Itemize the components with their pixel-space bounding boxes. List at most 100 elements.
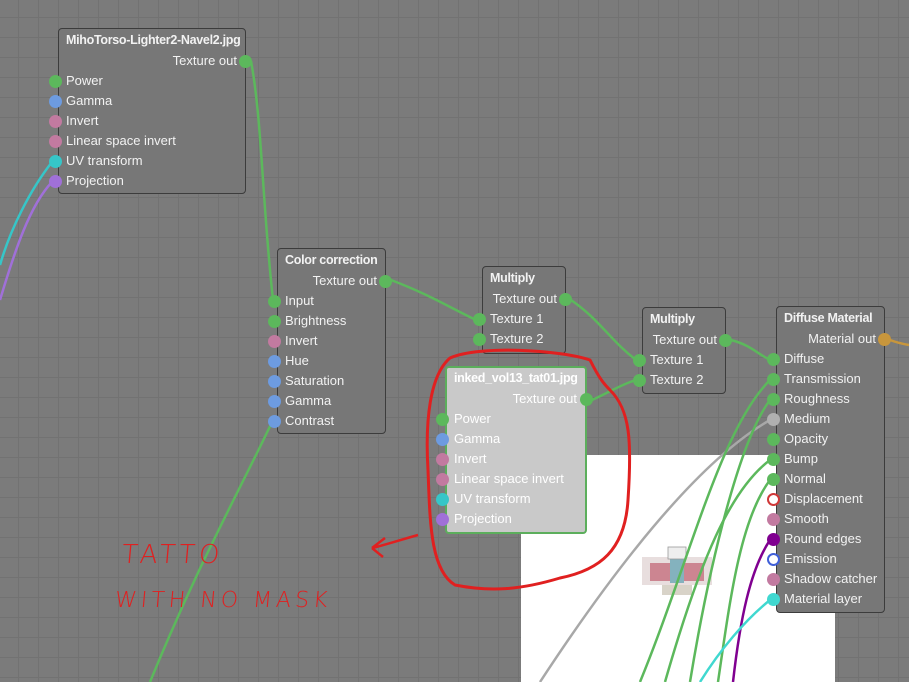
input-socket[interactable] [48,114,62,128]
input-port-label: Transmission [784,371,861,386]
input-port-label: Normal [784,471,826,486]
input-port-label: Gamma [285,393,332,408]
input-port-label: Emission [784,551,837,566]
input-socket[interactable] [766,532,780,546]
output-socket[interactable] [877,332,891,346]
input-socket[interactable] [48,94,62,108]
input-socket[interactable] [766,372,780,386]
input-socket[interactable] [435,472,449,486]
output-port-label: Texture out [652,332,717,347]
input-socket[interactable] [267,334,281,348]
annotation-line-1: TATTO [120,540,225,570]
input-port-label: Texture 1 [650,352,704,367]
red-arrow [371,533,419,558]
output-socket[interactable] [238,54,252,68]
input-port-label: Gamma [454,431,501,446]
output-port-label: Texture out [312,273,377,288]
input-socket[interactable] [766,572,780,586]
wire-inked-to-multiply2 [591,378,637,402]
node-title: Diffuse Material [784,311,873,325]
input-socket[interactable] [267,294,281,308]
input-port-label: Bump [784,451,818,466]
input-socket[interactable] [632,373,646,387]
wire-diffuse-material-out [889,338,909,347]
input-socket[interactable] [766,592,780,606]
input-port-label: Roughness [784,391,850,406]
input-port-label: Texture 2 [490,331,544,346]
input-port-label: Input [285,293,314,308]
output-port-label: Texture out [512,391,577,406]
input-port-label: Projection [454,511,512,526]
output-port-label: Material out [808,331,876,346]
node-title: inked_vol13_tat01.jpg [454,371,578,385]
input-port-label: Shadow catcher [784,571,878,586]
input-port-label: Invert [454,451,487,466]
input-port-label: Projection [66,173,124,188]
input-socket[interactable] [766,412,780,426]
input-socket[interactable] [766,392,780,406]
input-port-label: Contrast [285,413,335,428]
wire-into-miho-projection [0,181,53,301]
input-port-label: Medium [784,411,831,426]
tattoo-preview-image [642,546,712,595]
input-socket[interactable] [435,432,449,446]
input-port-label: Material layer [784,591,863,606]
input-socket[interactable] [766,512,780,526]
input-port-label: Gamma [66,93,113,108]
input-port-label: Round edges [784,531,862,546]
wire-colorcorrection-to-multiply1 [390,278,477,322]
input-port-label: Texture 1 [490,311,544,326]
input-socket[interactable] [48,154,62,168]
input-socket[interactable] [766,432,780,446]
output-socket[interactable] [378,274,392,288]
input-port-label: Displacement [784,491,863,506]
input-socket[interactable] [472,312,486,326]
input-port-label: Hue [285,353,309,368]
input-port-label: Invert [285,333,318,348]
input-socket[interactable] [267,314,281,328]
node-title: Multiply [650,312,695,326]
input-socket[interactable] [766,472,780,486]
wire-into-miho-uv [0,161,53,266]
input-port-label: Linear space invert [66,133,176,148]
output-socket[interactable] [579,392,593,406]
input-socket[interactable] [472,332,486,346]
input-socket[interactable] [267,354,281,368]
node-title: Multiply [490,271,535,285]
input-socket[interactable] [766,492,780,506]
input-socket[interactable] [766,352,780,366]
input-port-label: Saturation [285,373,345,388]
input-socket[interactable] [435,512,449,526]
output-port-label: Texture out [172,53,237,68]
input-port-label: Power [66,73,103,88]
input-socket[interactable] [267,394,281,408]
input-socket[interactable] [267,374,281,388]
annotation-line-2: WITH NO MASK [113,588,333,613]
output-socket[interactable] [558,292,572,306]
output-port-label: Texture out [492,291,557,306]
wire-miho-to-colorcorrection [249,60,275,301]
input-socket[interactable] [48,74,62,88]
input-socket[interactable] [766,452,780,466]
input-socket[interactable] [435,492,449,506]
input-socket[interactable] [435,412,449,426]
node-title: Color correction [285,253,378,267]
input-socket[interactable] [632,353,646,367]
input-socket[interactable] [267,414,281,428]
node-title: MihoTorso-Lighter2-Navel2.jpg [66,33,241,47]
input-port-label: Smooth [784,511,829,526]
input-port-label: UV transform [66,153,143,168]
input-socket[interactable] [435,452,449,466]
wire-multiply1-to-multiply2 [570,298,637,361]
input-socket[interactable] [48,134,62,148]
input-socket[interactable] [48,174,62,188]
output-socket[interactable] [718,333,732,347]
input-port-label: UV transform [454,491,531,506]
input-socket[interactable] [766,552,780,566]
